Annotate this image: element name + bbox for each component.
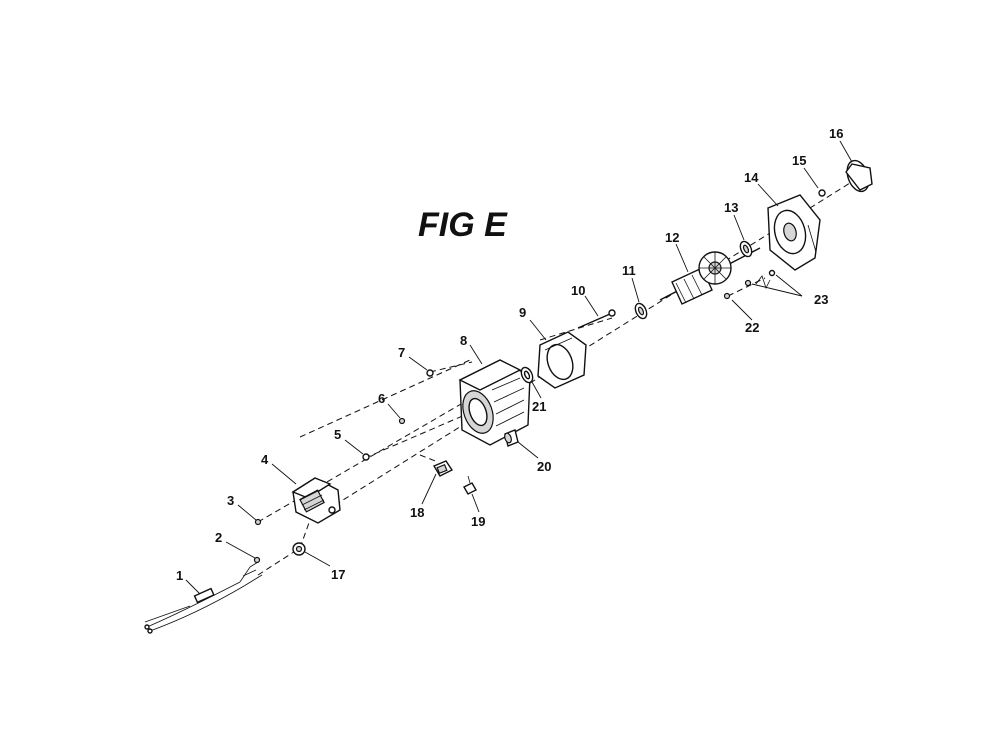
callout-20: 20 (537, 459, 551, 474)
terminal-part (253, 556, 261, 564)
strain-relief-part (292, 542, 306, 556)
figure-title: FIG E (418, 206, 508, 244)
callout-6: 6 (378, 391, 385, 406)
callout-11: 11 (622, 263, 636, 278)
screw-part-6 (398, 417, 406, 425)
callout-labels: 1 2 3 4 5 6 7 8 9 10 11 12 13 14 15 16 1… (176, 126, 843, 583)
bearing-part-11 (634, 302, 648, 320)
power-cord-part (144, 561, 263, 634)
screw-part-7 (426, 369, 434, 377)
armature-part (659, 247, 761, 305)
callout-23: 23 (814, 292, 828, 307)
callout-17: 17 (331, 567, 345, 582)
callout-22: 22 (745, 320, 759, 335)
callout-9: 9 (519, 305, 526, 320)
spacer-ring-part (520, 366, 534, 384)
callout-13: 13 (724, 200, 738, 215)
callout-18: 18 (410, 505, 424, 520)
callout-7: 7 (398, 345, 405, 360)
long-screw-part (577, 309, 616, 329)
brush-holder-part (432, 460, 454, 477)
callout-3: 3 (227, 493, 234, 508)
callout-leaders (185, 140, 853, 595)
washer-part (818, 189, 826, 197)
bearing-part-13 (739, 240, 753, 258)
callout-1: 1 (176, 568, 183, 583)
screw-part-22 (723, 292, 731, 300)
callout-5: 5 (334, 427, 341, 442)
callout-16: 16 (829, 126, 843, 141)
screws-part-23 (744, 269, 776, 290)
screw-part-5 (362, 453, 370, 461)
pulley-part (845, 159, 873, 193)
callout-19: 19 (471, 514, 485, 529)
fan-baffle-part (537, 331, 587, 389)
callout-2: 2 (215, 530, 222, 545)
brush-part (463, 475, 477, 495)
end-cap-part (291, 477, 341, 524)
callout-15: 15 (792, 153, 806, 168)
callout-14: 14 (744, 170, 759, 185)
screw-part-3 (254, 518, 262, 526)
callout-12: 12 (665, 230, 679, 245)
callout-10: 10 (571, 283, 585, 298)
callout-4: 4 (261, 452, 269, 467)
callout-21: 21 (532, 399, 546, 414)
gear-case-part (767, 194, 821, 271)
callout-8: 8 (460, 333, 467, 348)
motor-housing-part (458, 359, 531, 446)
